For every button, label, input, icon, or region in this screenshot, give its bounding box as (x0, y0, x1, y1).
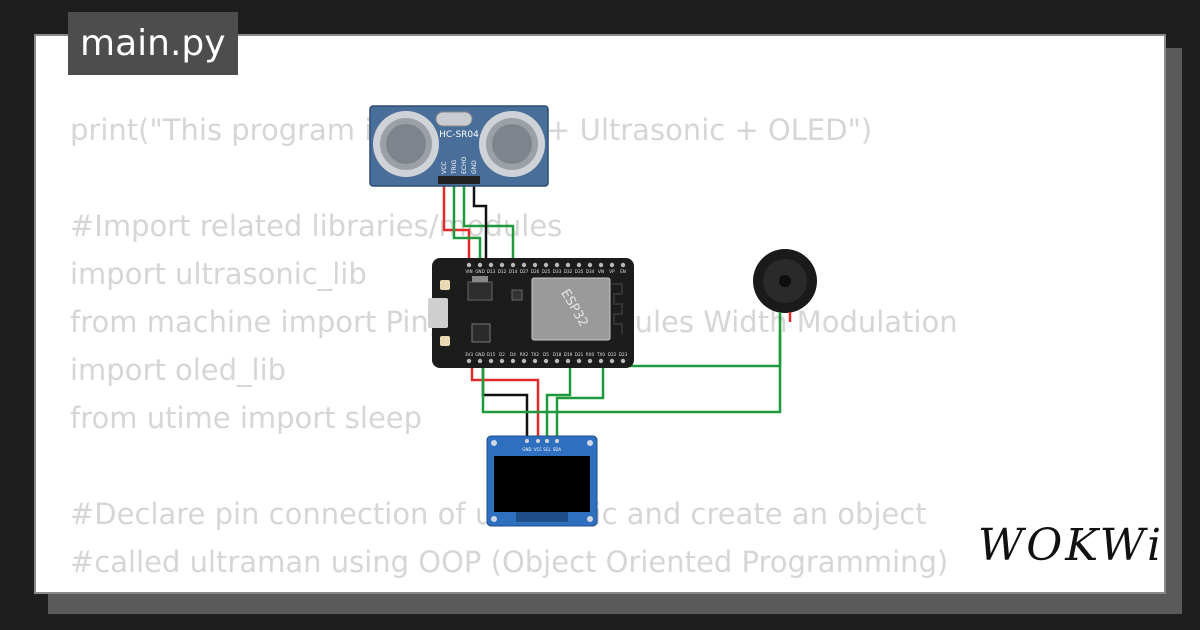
pin-label: D14 (509, 269, 518, 274)
file-tab[interactable]: main.py (68, 12, 238, 75)
pin-label: SDA (553, 447, 562, 452)
wire-buzzer-b (481, 330, 782, 414)
pin-label: SCL (543, 447, 551, 452)
ultrasonic-pin-labels: VCC TRIG ECHO GND (441, 157, 478, 175)
esp32-board[interactable]: VIN GND D13 D12 D14 D27 D26 D25 D33 D32 … (428, 258, 634, 368)
code-line: from utime import sleep (70, 401, 423, 435)
code-line: #called ultraman using OOP (Object Orien… (70, 545, 949, 579)
pin-label: GND (475, 352, 485, 357)
buzzer[interactable] (753, 249, 817, 322)
pin-label: D19 (564, 352, 573, 357)
pin-label: ECHO (461, 157, 468, 174)
pin-label: RX0 (586, 352, 595, 357)
pin-label: D12 (498, 269, 507, 274)
usb-port (428, 298, 448, 328)
wokwi-logo: WOKWi (978, 520, 1165, 571)
pin-label: VCC (534, 447, 543, 452)
code-background: print("This program is for ESP32 + Ultra… (70, 106, 958, 592)
pin-label: D27 (520, 269, 529, 274)
pin-label: TX0 (596, 352, 605, 357)
wire-oled-sda (555, 362, 605, 441)
pin-label: D23 (619, 352, 628, 357)
pin-label: EN (620, 269, 626, 274)
wires (442, 182, 782, 441)
pin-label: D33 (553, 269, 562, 274)
pin-label: RX2 (520, 352, 529, 357)
wire-trig (452, 182, 482, 262)
code-line: #Import related libraries/modules (70, 209, 563, 243)
wire-oled-vcc (470, 362, 540, 441)
pin-label: VIN (465, 269, 472, 274)
pin-label: D26 (531, 269, 540, 274)
pin-label: GND (471, 160, 478, 174)
wire-oled-scl (545, 362, 572, 441)
code-line: import oled_lib (70, 353, 287, 387)
ultrasonic-sensor[interactable]: HC-SR04 VCC TRIG ECHO GND (369, 105, 549, 187)
code-line: import ultrasonic_lib (70, 257, 367, 291)
code-line: #Declare pin connection of ultrasonic an… (70, 497, 927, 531)
pin-label: D2 (499, 352, 505, 357)
pin-label: VP (609, 269, 615, 274)
pin-label: D22 (608, 352, 617, 357)
pin-label: D18 (553, 352, 562, 357)
pin-label: D34 (586, 269, 595, 274)
ultrasonic-model-label: HC-SR04 (439, 130, 479, 140)
pin-label: D35 (575, 269, 584, 274)
pin-label: VN (598, 269, 604, 274)
pin-label: D21 (575, 352, 584, 357)
pin-label: GND (475, 269, 485, 274)
pin-label: D5 (543, 352, 549, 357)
pin-label: D4 (510, 352, 516, 357)
pin-label: 3V3 (465, 352, 474, 357)
wire-echo (462, 182, 515, 262)
pin-label: GND (522, 447, 531, 452)
pin-label: D25 (542, 269, 551, 274)
wire-vcc (442, 182, 471, 262)
oled-display[interactable]: GND VCC SCL SDA (486, 435, 598, 527)
pin-label: D15 (487, 352, 496, 357)
pin-label: D32 (564, 269, 573, 274)
wire-oled-gnd (481, 362, 529, 441)
pin-label: TRIG (451, 159, 458, 175)
pin-label: VCC (441, 162, 448, 174)
wire-gnd (472, 182, 488, 262)
pin-label: TX2 (530, 352, 539, 357)
pin-label: D13 (487, 269, 496, 274)
